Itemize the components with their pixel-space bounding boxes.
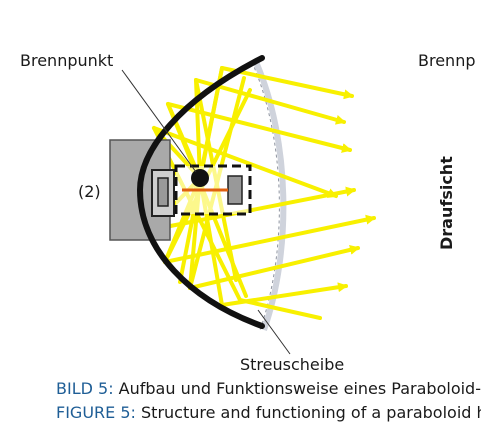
top-view-label: Draufsicht bbox=[437, 156, 456, 250]
caption-german-text: Aufbau und Funktionsweise eines Parabolo… bbox=[113, 379, 481, 398]
caption-english-prefix: FIGURE 5: bbox=[56, 403, 136, 422]
caption-german: BILD 5: Aufbau und Funktionsweise eines … bbox=[56, 379, 481, 398]
focal-point-label: Brennpunkt bbox=[20, 51, 113, 70]
caption-german-prefix: BILD 5: bbox=[56, 379, 114, 398]
bulb-cap bbox=[227, 175, 243, 205]
diffuser-label: Streuscheibe bbox=[240, 355, 344, 374]
caption-english-text: Structure and functioning of a paraboloi… bbox=[135, 403, 481, 422]
focal-point-label-right: Brennp bbox=[418, 51, 475, 70]
caption-english: FIGURE 5: Structure and functioning of a… bbox=[56, 403, 481, 422]
index-label: (2) bbox=[78, 182, 101, 201]
socket-pin-left bbox=[157, 177, 169, 207]
parabolic-reflector bbox=[136, 55, 265, 329]
focal-point-dot bbox=[191, 169, 209, 187]
focal-point-leader bbox=[121, 69, 197, 173]
diffuser-leader bbox=[257, 309, 291, 355]
